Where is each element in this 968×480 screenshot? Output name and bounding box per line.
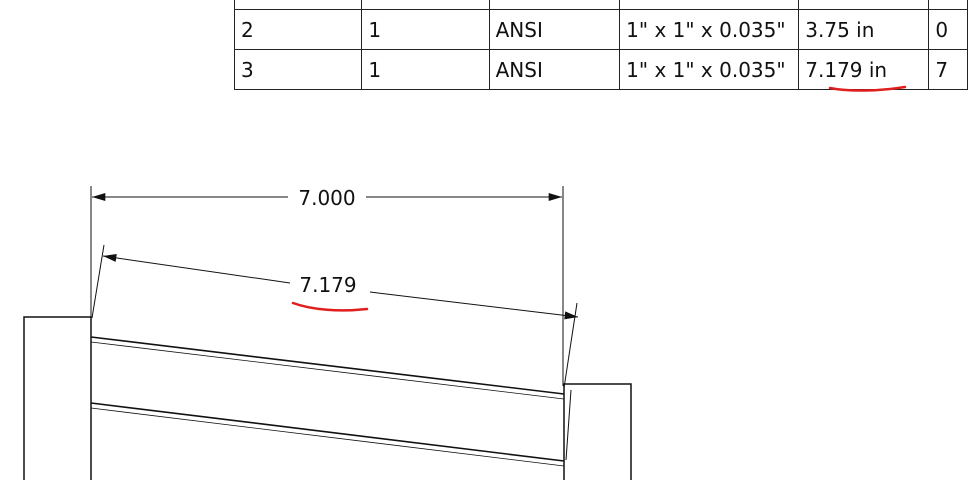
red-underline-drawing bbox=[291, 301, 369, 312]
table-row: 2 1 ANSI 1" x 1" x 0.035" 3.75 in 0 bbox=[233, 9, 968, 50]
truncated-cell: 0 bbox=[928, 9, 968, 50]
item-number-cell: 3 bbox=[233, 49, 363, 90]
dimension-label-angled: 7.179 bbox=[299, 273, 356, 297]
left-post bbox=[23, 316, 92, 480]
size-cell: 1" x 1" x 0.035" bbox=[619, 9, 800, 50]
truncated-cell: 7 bbox=[928, 49, 968, 90]
item-number-cell: 2 bbox=[233, 9, 363, 50]
angled-tube-bottom-wall bbox=[90, 407, 565, 467]
right-post bbox=[563, 383, 632, 480]
length-cell: 3.75 in bbox=[798, 9, 930, 50]
dimension-line-angled-right bbox=[369, 291, 579, 320]
right-post-inner-edge bbox=[565, 389, 572, 461]
parts-list-table: 2 1 ANSI 1" x 1" x 0.035" 3.75 in 0 3 1 … bbox=[233, 0, 968, 90]
dimension-label-horizontal: 7.000 bbox=[298, 186, 355, 210]
length-cell-highlighted: 7.179 in bbox=[798, 49, 930, 90]
size-cell: 1" x 1" x 0.035" bbox=[619, 49, 800, 90]
extension-line-angled-left bbox=[91, 244, 105, 319]
standard-cell: ANSI bbox=[488, 49, 621, 90]
angled-tube-top-wall bbox=[90, 341, 565, 400]
dimension-line-angled-left bbox=[102, 253, 291, 284]
angled-tube-bottom-edge bbox=[90, 402, 565, 462]
red-underline-table bbox=[828, 85, 907, 92]
angled-tube-top-edge bbox=[90, 336, 565, 395]
standard-cell: ANSI bbox=[488, 9, 621, 50]
table-row: 3 1 ANSI 1" x 1" x 0.035" 7.179 in 7 bbox=[233, 49, 968, 90]
quantity-cell: 1 bbox=[361, 49, 490, 90]
